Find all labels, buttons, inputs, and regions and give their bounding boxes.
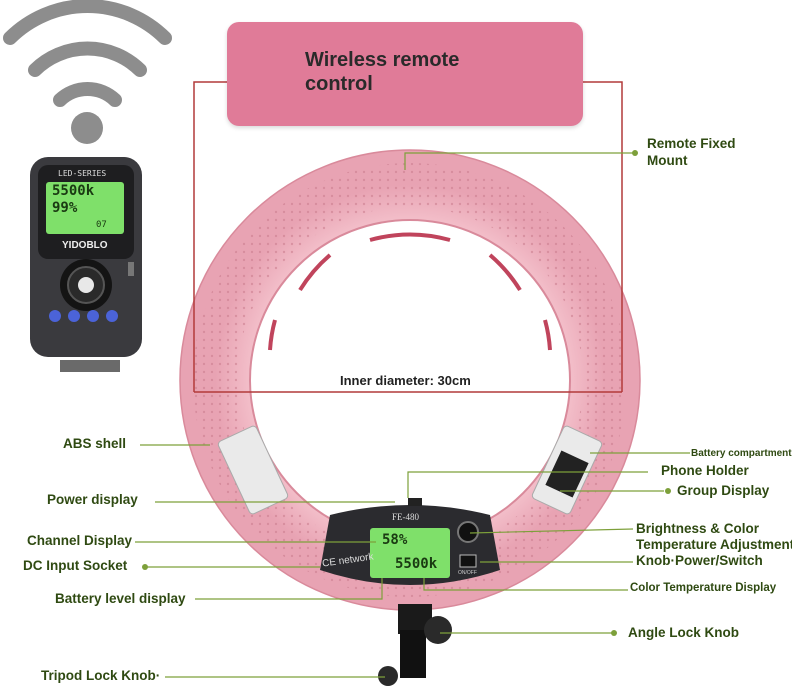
control-panel xyxy=(320,498,500,585)
wireless-remote-banner xyxy=(227,22,583,126)
label-brightness-knob-line1: Brightness & Color xyxy=(636,521,760,536)
inner-diameter-label: Inner diameter: 30cm xyxy=(336,373,475,388)
label-power-display: Power display xyxy=(47,492,138,507)
panel-model: FE-480 xyxy=(392,512,419,522)
remote-lcd-line2: 99% xyxy=(52,200,78,216)
tripod-lock-knob-icon xyxy=(378,666,398,686)
battery-compartment-left xyxy=(217,425,289,515)
label-dc-input-socket: DC Input Socket xyxy=(23,558,128,573)
panel-lcd-temp: 5500k xyxy=(395,556,438,572)
banner-line1: Wireless remote xyxy=(305,49,460,71)
label-remote-fixed-mount-line2: Mount xyxy=(647,153,688,168)
panel-switch-label: ON/OFF xyxy=(458,570,477,576)
panel-lcd xyxy=(370,528,450,578)
leader-lines xyxy=(135,152,690,678)
remote-lcd-line1: 5500k xyxy=(52,183,95,199)
label-battery-level-display: Battery level display xyxy=(55,591,186,606)
label-group-display: Group Display xyxy=(677,483,770,498)
label-brightness-knob-line3: Knob·Power/Switch xyxy=(636,553,763,568)
label-remote-fixed-mount-line1: Remote Fixed xyxy=(647,136,736,151)
banner-line2: control xyxy=(305,73,373,95)
label-color-temperature-display: Color Temperature Display xyxy=(630,582,777,594)
diameter-bracket xyxy=(193,81,623,393)
label-phone-holder: Phone Holder xyxy=(661,463,749,478)
brightness-knob-icon xyxy=(457,521,479,543)
remote-brand-top: LED-SERIES xyxy=(58,169,107,178)
remote-brand: YIDOBLO xyxy=(62,240,108,251)
tripod-bracket xyxy=(378,604,452,686)
label-channel-display: Channel Display xyxy=(27,533,133,548)
panel-lcd-brightness: 58% xyxy=(382,532,408,548)
leader-dots xyxy=(142,150,671,636)
remote-control-device xyxy=(30,157,142,372)
wifi-icon xyxy=(3,0,172,144)
label-tripod-lock-knob: Tripod Lock Knob· xyxy=(41,668,161,683)
label-remote-fixed-mount: Remote Fixed Mount xyxy=(647,135,736,169)
banner-title: Wireless remote control xyxy=(305,48,565,96)
power-switch-icon xyxy=(459,554,477,568)
angle-lock-knob-icon xyxy=(424,616,452,644)
label-brightness-knob: Brightness & Color Temperature Adjustmen… xyxy=(636,521,792,569)
label-angle-lock-knob: Angle Lock Knob xyxy=(628,625,739,640)
label-abs-shell: ABS shell xyxy=(63,436,127,451)
label-brightness-knob-line2: Temperature Adjustment xyxy=(636,537,792,552)
remote-lcd-line3: 07 xyxy=(96,220,107,230)
label-battery-compartment: Battery compartment xyxy=(691,448,792,459)
